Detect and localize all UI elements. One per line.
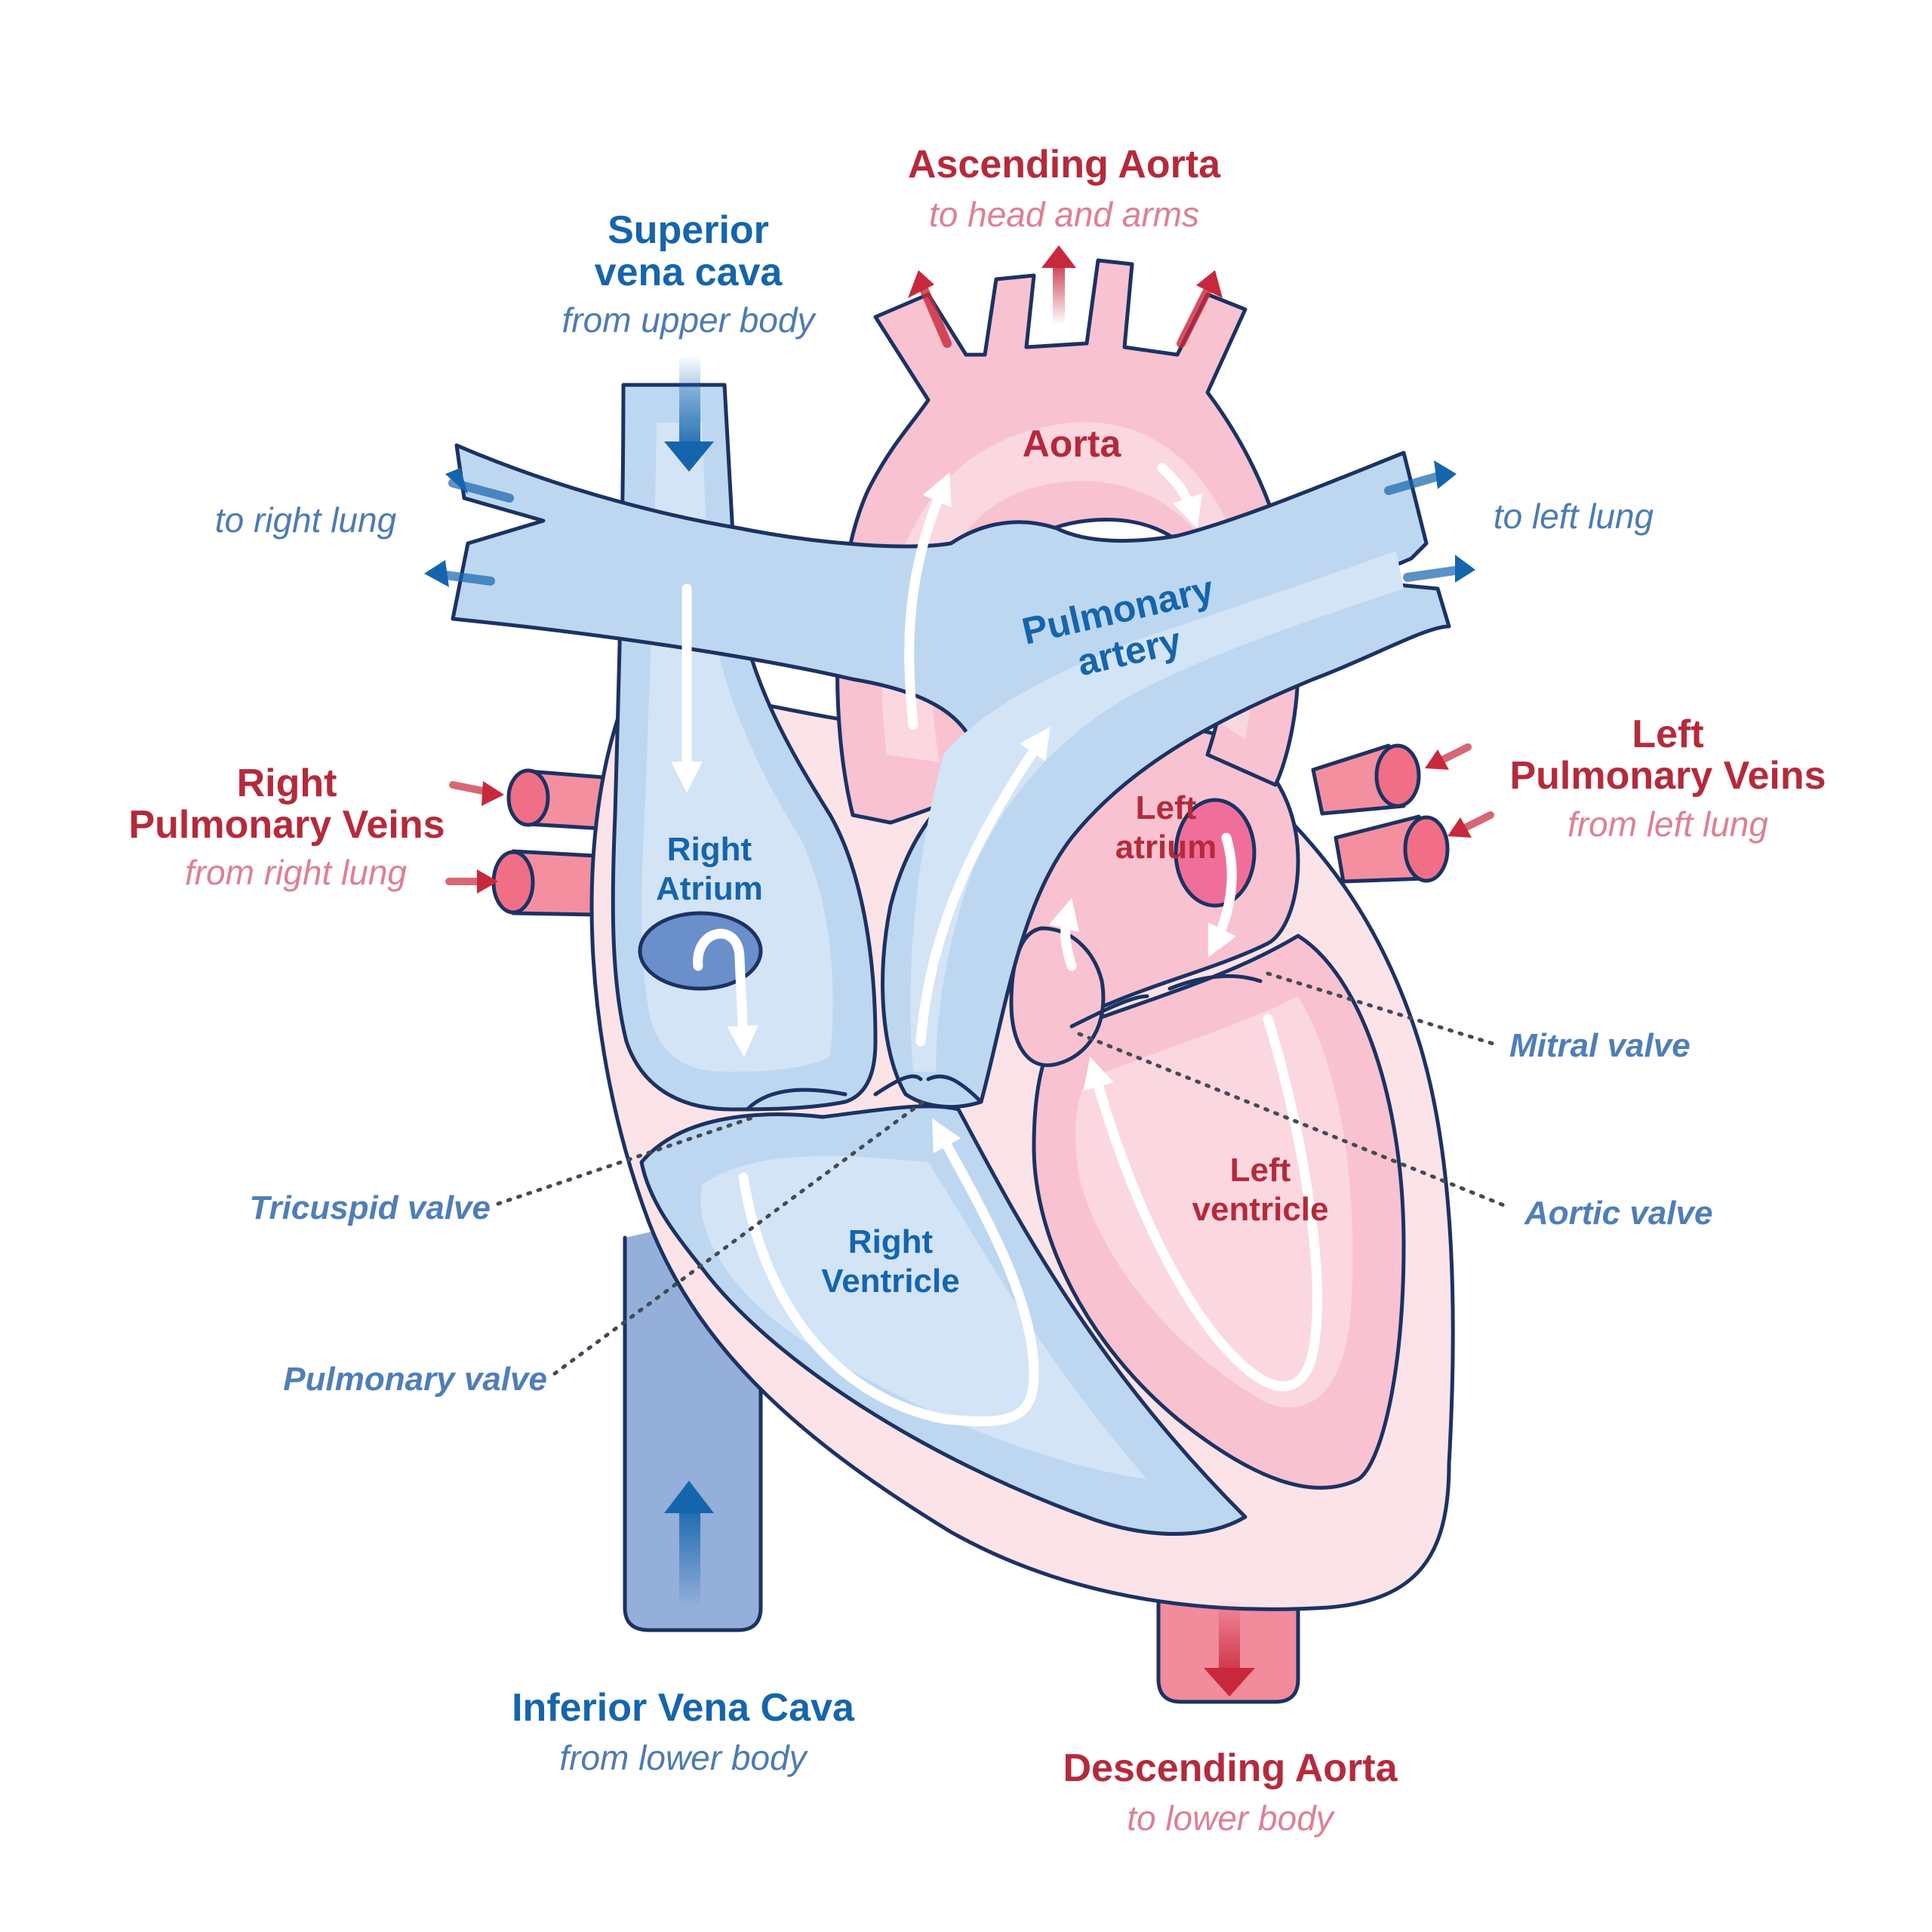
to-left-lung-label: to left lung [1494,497,1654,536]
to-right-lung-arrows-icon [424,468,514,587]
pulmonary-valve-label: Pulmonary valve [283,1361,547,1398]
left-atrium-label-2: atrium [1115,829,1217,866]
ivc-inflow-arrow-icon [664,1481,714,1607]
ascending-aorta-sub: to head and arms [929,195,1199,234]
valve-leader-lines [496,971,1512,1376]
left-pulmonary-veins-arrows-icon [1425,743,1494,838]
pulmonary-artery-vessel [451,443,1451,1109]
right-ventricle-label-2: Ventricle [821,1263,959,1300]
left-ventricle-label-2: ventricle [1192,1191,1329,1228]
inferior-vena-cava-sub: from lower body [559,1738,808,1777]
right-pulmonary-veins-sub: from right lung [185,853,407,892]
left-pulmonary-veins-title-1: Left [1632,712,1703,756]
aortic-valve-label: Aortic valve [1524,1195,1712,1232]
valves [745,974,1263,1112]
right-pulmonary-veins-arrows-icon [445,781,504,894]
right-ventricle-chamber [639,1104,1247,1536]
ascending-aorta-title: Ascending Aorta [908,143,1221,186]
descending-aorta-arrow-icon [1204,1600,1255,1697]
aorta-label: Aorta [1023,423,1122,465]
mitral-valve-label: Mitral valve [1509,1027,1690,1064]
svc-inflow-arrow-icon [664,355,714,472]
descending-aorta-sub: to lower body [1127,1798,1336,1838]
descending-aorta-title: Descending Aorta [1063,1746,1398,1790]
to-left-lung-arrows-icon [1384,460,1475,583]
right-pulmonary-veins-title-2: Pulmonary Veins [128,803,445,847]
left-pulmonary-veins-sub: from left lung [1567,804,1768,844]
superior-vena-cava-title-2: vena cava [595,251,783,294]
left-pulmonary-veins [1311,743,1450,884]
superior-vena-cava-title-1: Superior [608,208,769,252]
superior-vena-cava-sub: from upper body [562,300,817,340]
to-right-lung-label: to right lung [215,500,397,540]
blood-flow-arrows [671,463,1322,1426]
right-atrium-label-1: Right [667,831,752,868]
right-pulmonary-veins-title-1: Right [237,761,337,805]
right-ventricle-label-1: Right [848,1223,934,1260]
right-atrium-label-2: Atrium [656,870,763,907]
left-pulmonary-veins-title-2: Pulmonary Veins [1509,754,1826,798]
right-pulmonary-veins [491,768,606,917]
head-arms-arrows-icon [908,245,1223,348]
inferior-vena-cava-title: Inferior Vena Cava [512,1686,855,1730]
left-ventricle-label-1: Left [1230,1152,1291,1189]
tricuspid-valve-label: Tricuspid valve [249,1189,491,1226]
left-atrium-label-1: Left [1136,789,1197,826]
